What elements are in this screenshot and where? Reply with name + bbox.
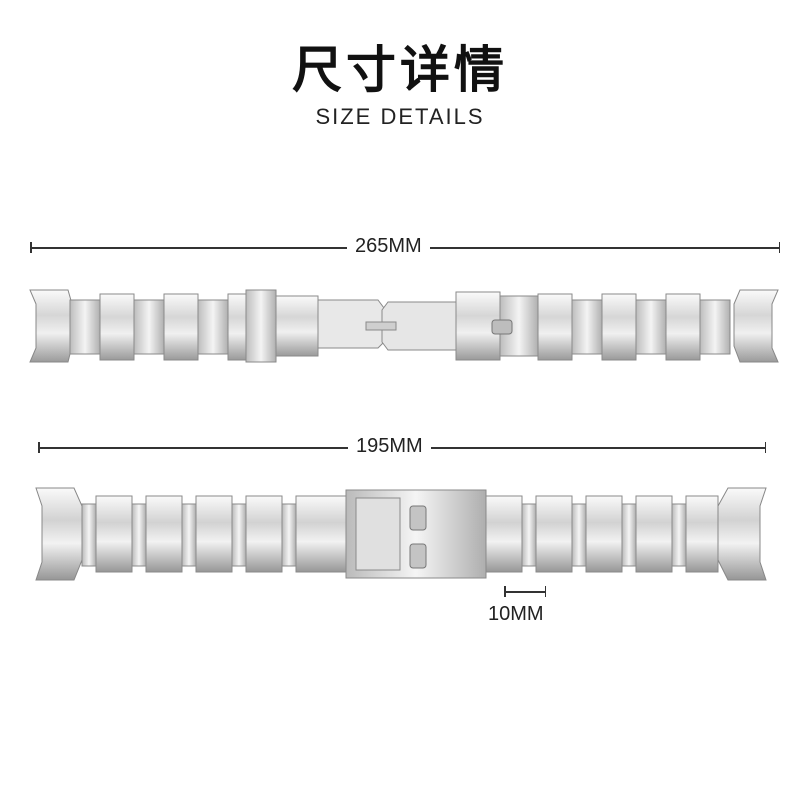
watch-strap-open-image <box>29 289 779 363</box>
watch-strap-closed-image <box>35 487 767 581</box>
dimension-link-width <box>504 582 546 602</box>
dimension-strap-length-label: 195MM <box>348 435 431 458</box>
dimension-full-length: 265MM <box>30 235 780 258</box>
dimension-full-length-label: 265MM <box>347 235 430 258</box>
page-subtitle: SIZE DETAILS <box>315 104 485 129</box>
dimension-strap-length: 195MM <box>38 435 766 458</box>
page-title: 尺寸详情 <box>292 41 508 99</box>
dimension-link-width-label: 10MM <box>488 603 544 625</box>
